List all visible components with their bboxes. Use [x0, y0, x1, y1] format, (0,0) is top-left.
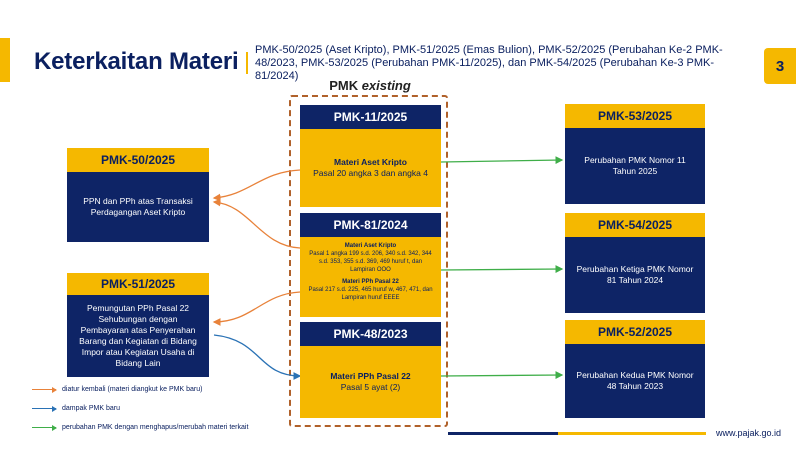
pmk52-header: PMK-52/2025	[565, 320, 705, 344]
existing-label: PMK existing	[300, 78, 440, 93]
arrow-pmk81-to-pmk51	[212, 291, 301, 326]
title-separator	[246, 52, 248, 74]
legend-item-green: perubahan PMK dengan menghapus/merubah m…	[32, 424, 248, 431]
page-subtitle: PMK-50/2025 (Aset Kripto), PMK-51/2025 (…	[255, 44, 723, 82]
existing-label-italic: existing	[361, 78, 411, 93]
footer-bar-yellow	[558, 432, 706, 435]
pmk48-body-text: Pasal 5 ayat (2)	[340, 382, 401, 392]
pmk53-body: Perubahan PMK Nomor 11 Tahun 2025	[565, 128, 705, 204]
page-title: Keterkaitan Materi	[34, 48, 239, 75]
legend-item-orange: diatur kembali (materi diangkut ke PMK b…	[32, 386, 202, 393]
existing-label-prefix: PMK	[329, 78, 362, 93]
arrow-pmk48-to-pmk52	[440, 371, 564, 379]
pmk54-header: PMK-54/2025	[565, 213, 705, 237]
legend-label: perubahan PMK dengan menghapus/merubah m…	[62, 424, 249, 431]
pmk50-body: PPN dan PPh atas Transaksi Perdagangan A…	[67, 172, 209, 242]
title-accent-bar	[0, 38, 10, 82]
arrow-pmk11-to-pmk50	[212, 169, 301, 202]
pmk52-body: Perubahan Kedua PMK Nomor 48 Tahun 2023	[565, 344, 705, 418]
page-number: 3	[764, 48, 796, 84]
arrow-pmk81-to-pmk54	[440, 265, 564, 273]
pmk48-body: Materi PPh Pasal 22 Pasal 5 ayat (2)	[300, 346, 441, 418]
legend-item-blue: dampak PMK baru	[32, 405, 120, 412]
pmk11-header: PMK-11/2025	[300, 105, 441, 129]
arrow-pmk11-to-pmk53	[440, 156, 564, 165]
pmk54-body: Perubahan Ketiga PMK Nomor 81 Tahun 2024	[565, 237, 705, 313]
legend-label: diatur kembali (materi diangkut ke PMK b…	[62, 386, 203, 393]
pmk11-body-text: Pasal 20 angka 3 dan angka 4	[313, 168, 428, 178]
pmk81-item1-title: Materi Aset Kripto	[344, 243, 397, 249]
footer-url[interactable]: www.pajak.go.id	[716, 428, 782, 438]
pmk51-body: Pemungutan PPh Pasal 22 Sehubungan denga…	[67, 295, 209, 377]
arrow-pmk51-to-pmk48	[213, 334, 302, 380]
pmk81-item2-text: Pasal 217 s.d. 225, 465 huruf w, 467, 47…	[308, 287, 433, 301]
arrow-pmk81-to-pmk50	[212, 198, 301, 249]
legend-green-line-icon	[32, 425, 57, 431]
footer-bar-navy	[448, 432, 558, 435]
legend-orange-line-icon	[32, 387, 57, 393]
pmk48-header: PMK-48/2023	[300, 322, 441, 346]
existing-group-frame	[289, 95, 448, 427]
pmk11-body-title: Materi Aset Kripto	[334, 157, 407, 167]
pmk81-item1-text: Pasal 1 angka 199 s.d. 206, 340 s.d. 342…	[309, 251, 432, 273]
pmk81-item2-title: Materi PPh Pasal 22	[342, 279, 399, 285]
pmk81-header: PMK-81/2024	[300, 213, 441, 237]
legend-label: dampak PMK baru	[62, 405, 120, 412]
pmk53-header: PMK-53/2025	[565, 104, 705, 128]
pmk50-header: PMK-50/2025	[67, 148, 209, 172]
pmk51-header: PMK-51/2025	[67, 273, 209, 295]
pmk81-body: Materi Aset Kripto Pasal 1 angka 199 s.d…	[300, 237, 441, 317]
pmk48-body-title: Materi PPh Pasal 22	[330, 371, 411, 381]
pmk11-body: Materi Aset Kripto Pasal 20 angka 3 dan …	[300, 129, 441, 207]
legend-blue-line-icon	[32, 406, 57, 412]
